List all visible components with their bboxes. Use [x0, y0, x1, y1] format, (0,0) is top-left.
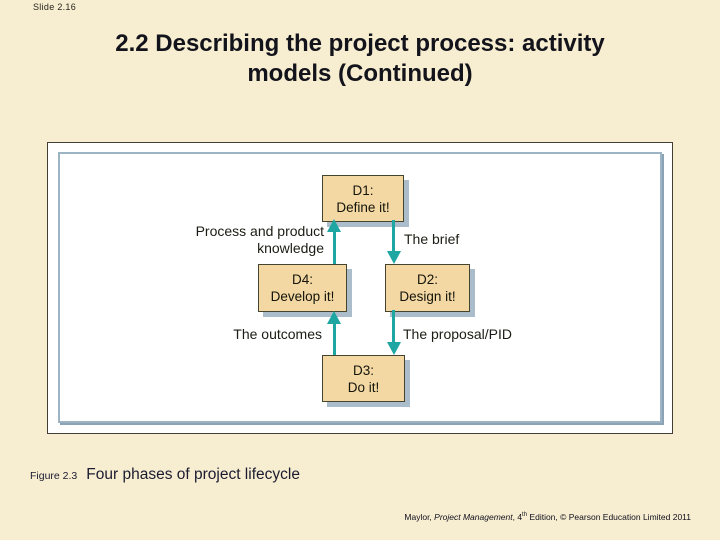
arrowhead-up-icon — [327, 219, 341, 232]
edge-label-process-knowledge-line2: knowledge — [257, 240, 324, 256]
phase-box-d3-subtitle: Do it! — [347, 379, 380, 395]
figure-caption-row: Figure 2.3 Four phases of project lifecy… — [30, 466, 300, 484]
edge-label-process-knowledge-line1: Process and product — [195, 223, 324, 239]
slide-title-line2: models (Continued) — [247, 60, 473, 87]
arrowhead-down-icon — [387, 251, 401, 264]
phase-box-d4-develop: D4: Develop it! — [258, 264, 347, 312]
footer-suffix: Edition, © Pearson Education Limited 201… — [527, 512, 691, 522]
phase-box-d2-title: D2: — [416, 272, 438, 287]
footer-superscript: th — [522, 512, 528, 519]
phase-box-d3-title: D3: — [352, 362, 374, 378]
phase-box-d3-do: D3: Do it! — [322, 355, 405, 402]
footer-book-title: Project Management — [434, 512, 513, 522]
arrowhead-down-icon — [387, 342, 401, 355]
phase-box-d4-subtitle: Develop it! — [270, 289, 335, 304]
footer-author: Maylor, — [404, 512, 435, 522]
slide-number: Slide 2.16 — [33, 2, 77, 12]
phase-box-d1-subtitle: Define it! — [336, 199, 390, 215]
copyright-footer: Maylor, Project Management, 4th Edition,… — [404, 512, 691, 522]
phase-box-d2-subtitle: Design it! — [399, 289, 456, 304]
arrowhead-up-icon — [327, 311, 341, 324]
edge-label-the-outcomes: The outcomes — [233, 326, 322, 342]
arrow-d3-to-d4-shaft — [333, 323, 336, 355]
phase-box-d4-title: D4: — [291, 272, 313, 287]
slide-title: 2.2 Describing the project process: acti… — [30, 29, 690, 89]
figure-caption: Four phases of project lifecycle — [86, 466, 300, 483]
footer-middle: , 4 — [512, 512, 523, 522]
arrow-d2-to-d3-shaft — [392, 310, 395, 343]
figure-label: Figure 2.3 — [30, 470, 78, 482]
slide-title-line1: 2.2 Describing the project process: acti… — [115, 30, 605, 57]
phase-box-d2-design: D2: Design it! — [385, 264, 470, 312]
phase-box-d1-title: D1: — [352, 182, 374, 198]
arrow-d4-to-d1-shaft — [333, 231, 336, 264]
arrow-d1-to-d2-shaft — [392, 220, 395, 252]
edge-label-the-proposal-pid: The proposal/PID — [403, 326, 512, 342]
edge-label-the-brief: The brief — [404, 231, 460, 247]
phase-box-d1-define: D1: Define it! — [322, 175, 404, 222]
edge-label-process-knowledge: Process and product knowledge — [150, 223, 324, 257]
